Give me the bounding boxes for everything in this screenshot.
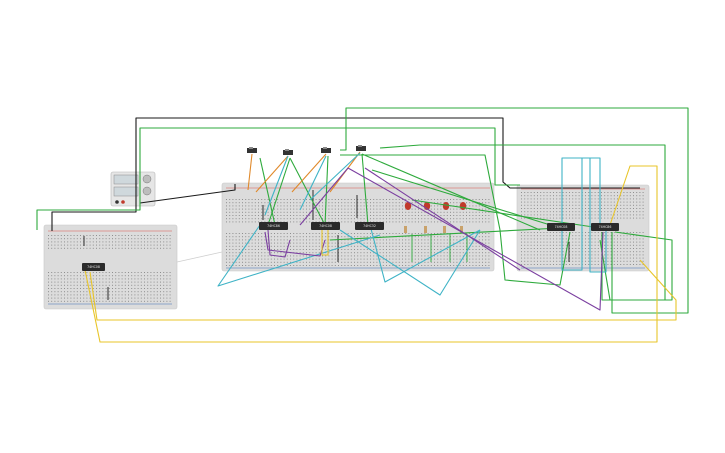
breadboard-left[interactable]: [43, 224, 178, 310]
wire-orange[interactable]: [255, 155, 289, 193]
chip-right-2-label: 74HC86: [599, 225, 612, 229]
wire-yellow[interactable]: [321, 230, 329, 256]
wires: [36, 107, 689, 343]
wire-green[interactable]: [329, 227, 561, 241]
wire-black[interactable]: [51, 117, 640, 231]
wire-teal[interactable]: [217, 224, 381, 287]
wire-purple[interactable]: [299, 167, 604, 311]
wire-teal[interactable]: [561, 157, 601, 271]
breadboard-right[interactable]: [516, 184, 650, 272]
led-3[interactable]: [442, 202, 450, 210]
resistor-4[interactable]: [460, 226, 463, 233]
terminal-negative-icon[interactable]: [115, 200, 119, 204]
chip-mid-3[interactable]: 74HC32: [355, 222, 384, 230]
terminal-positive-icon[interactable]: [121, 200, 125, 204]
switch-1[interactable]: [247, 147, 257, 153]
wire-green[interactable]: [324, 155, 329, 226]
wire-green[interactable]: [289, 157, 326, 226]
led-4[interactable]: [459, 202, 467, 210]
current-knob-icon[interactable]: [142, 186, 152, 196]
resistor-2[interactable]: [424, 226, 427, 233]
chip-mid-2-label: 74HC08: [319, 224, 332, 228]
chips: 74HC08 74HC86 74HC08 74HC32 74HC08 74HC8…: [82, 222, 619, 271]
wire-teal[interactable]: [369, 224, 481, 283]
wire-teal[interactable]: [339, 229, 481, 296]
switch-3[interactable]: [321, 147, 331, 153]
wire-orange[interactable]: [247, 153, 253, 191]
chip-right-1-label: 74HC08: [555, 225, 568, 229]
wire-gray[interactable]: [176, 251, 223, 263]
switches: [247, 145, 366, 155]
wire-teal[interactable]: [299, 155, 327, 211]
wire-green[interactable]: [259, 157, 276, 226]
wire-green[interactable]: [361, 153, 541, 231]
wire-green[interactable]: [379, 144, 666, 301]
chip-mid-2[interactable]: 74HC08: [311, 222, 340, 230]
wire-yellow[interactable]: [609, 165, 658, 250]
power-supply[interactable]: [110, 171, 156, 207]
wire-orange[interactable]: [291, 153, 327, 193]
chip-mid-1-label: 74HC86: [267, 224, 280, 228]
wire-purple[interactable]: [364, 167, 521, 271]
chip-mid-3-label: 74HC32: [363, 224, 376, 228]
chip-left[interactable]: 74HC08: [82, 263, 105, 271]
chip-left-label: 74HC08: [87, 265, 100, 269]
wire-green[interactable]: [36, 127, 520, 230]
switch-4[interactable]: [356, 145, 366, 151]
breadboard-left-holes: [48, 235, 171, 302]
switch-2[interactable]: [283, 149, 293, 155]
wire-teal[interactable]: [264, 155, 289, 216]
chip-right-1[interactable]: 74HC08: [547, 223, 575, 231]
wire-green[interactable]: [340, 107, 689, 314]
wire-teal[interactable]: [309, 152, 361, 201]
resistor-3[interactable]: [443, 226, 446, 233]
resistors: [404, 226, 463, 233]
wire-green[interactable]: [267, 157, 291, 226]
wire-yellow[interactable]: [89, 259, 677, 321]
chip-mid-1[interactable]: 74HC86: [259, 222, 288, 230]
voltage-display: [113, 174, 139, 185]
current-display: [113, 186, 139, 197]
chip-right-2[interactable]: 74HC86: [591, 223, 619, 231]
wire-green[interactable]: [371, 169, 561, 229]
jumper-stubs: [83, 190, 570, 300]
wire-teal[interactable]: [589, 158, 607, 273]
wire-green[interactable]: [361, 153, 369, 226]
wire-purple[interactable]: [267, 229, 291, 258]
resistor-1[interactable]: [404, 226, 407, 233]
breadboard-middle-holes: [226, 199, 490, 266]
led-1[interactable]: [404, 202, 412, 210]
wire-yellow[interactable]: [84, 250, 658, 343]
voltage-knob-icon[interactable]: [142, 174, 152, 184]
wire-black[interactable]: [139, 184, 236, 204]
wire-green[interactable]: [599, 231, 673, 301]
